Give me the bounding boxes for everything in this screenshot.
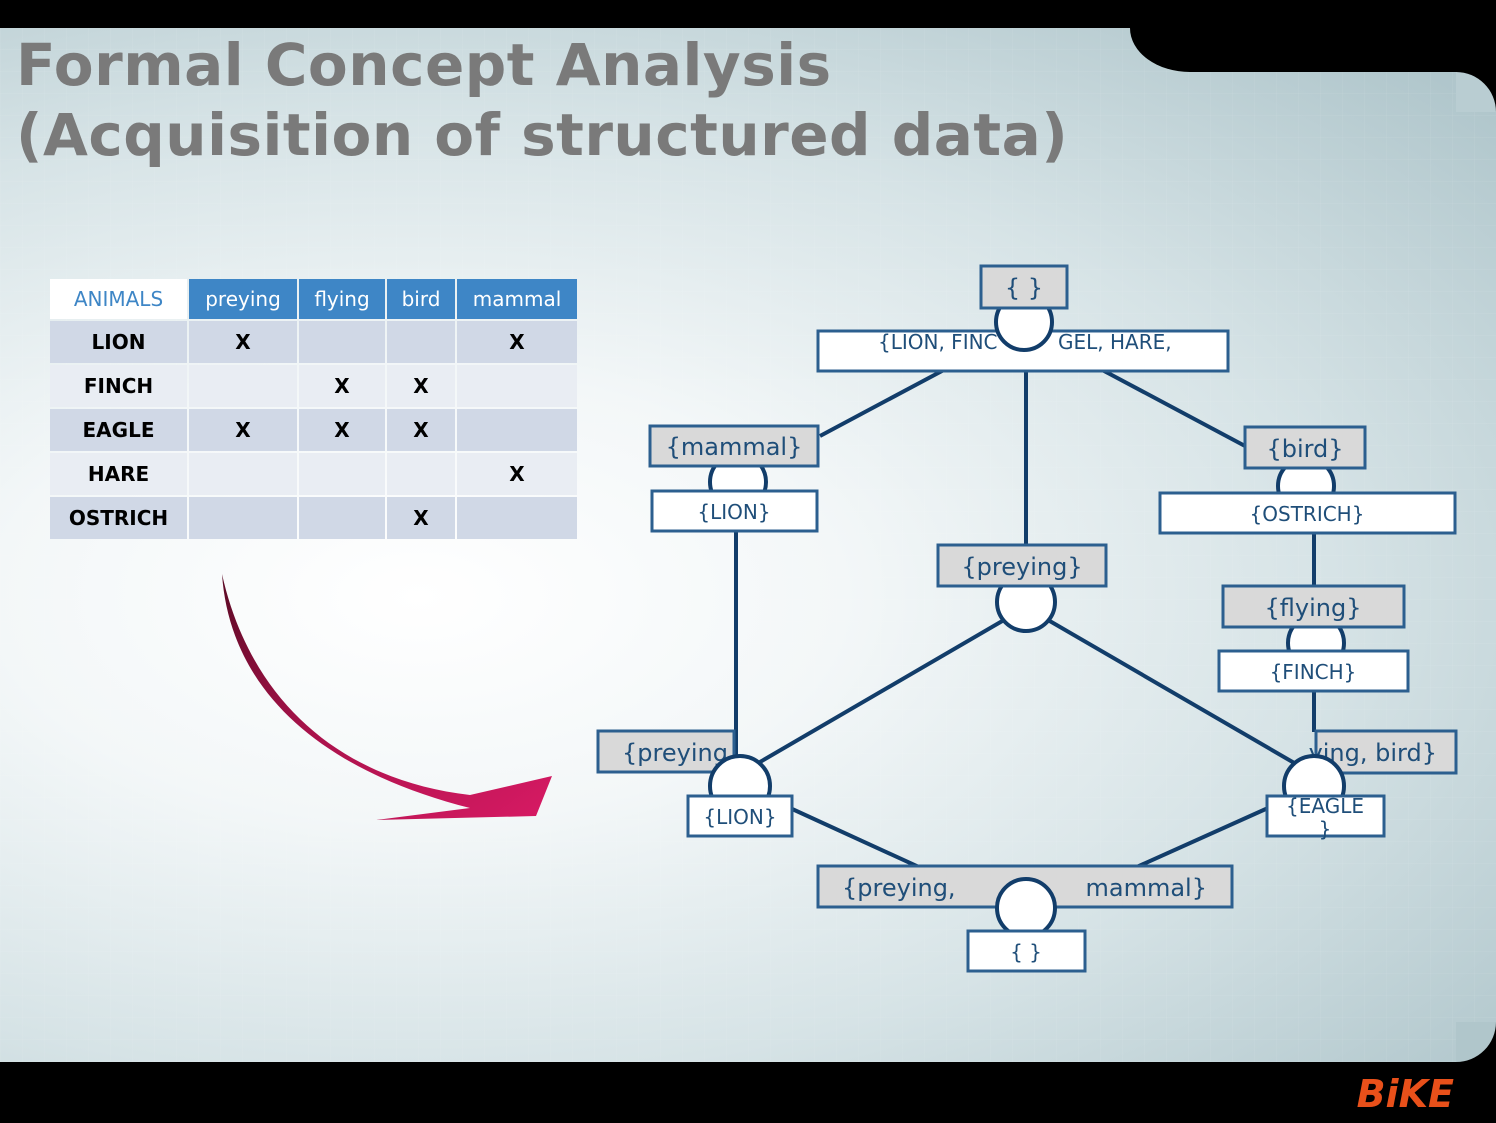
table-cell: X — [387, 365, 455, 407]
table-header-row: ANIMALS preying flying bird mammal — [50, 279, 577, 319]
object-name: HARE — [50, 453, 187, 495]
table-cell — [189, 365, 297, 407]
node-intent: {preying} — [961, 553, 1082, 581]
transform-arrow — [222, 574, 552, 820]
attribute-header: mammal — [457, 279, 577, 319]
node-extent: {LION, FINC — [878, 330, 998, 354]
node-intent: {preying — [622, 739, 728, 767]
table-cell — [387, 321, 455, 363]
node-extent-cont: } — [1319, 817, 1332, 841]
node-extent: { } — [1010, 940, 1042, 964]
lattice-node-bird: {bird} {OSTRICH} — [1158, 425, 1457, 535]
table-cell — [457, 365, 577, 407]
table-row: LION X X — [50, 321, 577, 363]
node-intent: {bird} — [1266, 435, 1343, 463]
brand-logo: BiKE — [1356, 1072, 1454, 1116]
table-cell: X — [387, 409, 455, 451]
formal-context-table: ANIMALS preying flying bird mammal LION … — [48, 277, 579, 541]
concept-node-circle — [995, 877, 1057, 939]
table-cell: X — [189, 321, 297, 363]
title-line-2: (Acquisition of structured data) — [16, 101, 1069, 169]
table-cell — [387, 453, 455, 495]
table-cell: X — [299, 409, 385, 451]
slide-background — [0, 28, 1496, 1062]
lattice-node-preying-flying-bird: ying, bird} {EAGLE } — [1265, 729, 1458, 841]
title-line-1: Formal Concept Analysis — [16, 31, 832, 99]
header-notch — [1130, 0, 1496, 72]
table-cell: X — [189, 409, 297, 451]
object-name: LION — [50, 321, 187, 363]
attribute-header: preying — [189, 279, 297, 319]
table-corner-header: ANIMALS — [50, 279, 187, 319]
lattice-node-preying: {preying} — [936, 543, 1108, 633]
table-row: FINCH X X — [50, 365, 577, 407]
node-extent: {LION} — [703, 805, 776, 829]
node-intent: {preying, — [842, 874, 956, 902]
attribute-header: bird — [387, 279, 455, 319]
object-name: FINCH — [50, 365, 187, 407]
lattice-node-preying-mammal: {preying {LION} — [596, 729, 794, 838]
table-cell: X — [299, 365, 385, 407]
table-row: EAGLE X X X — [50, 409, 577, 451]
node-extent: {EAGLE — [1286, 794, 1364, 818]
table-cell: X — [457, 453, 577, 495]
node-intent: {flying} — [1265, 594, 1362, 622]
table-cell — [457, 409, 577, 451]
lattice-node-bottom: {preying, mammal} { } — [816, 864, 1234, 973]
edge — [1046, 618, 1298, 766]
edge — [758, 618, 1006, 764]
object-name: EAGLE — [50, 409, 187, 451]
node-intent-tail: mammal} — [1086, 874, 1208, 902]
table-cell — [457, 497, 577, 539]
table-cell: X — [387, 497, 455, 539]
object-name: OSTRICH — [50, 497, 187, 539]
node-extent: {FINCH} — [1270, 660, 1357, 684]
lattice-node-top: {LION, FINC GEL, HARE, { } — [816, 264, 1230, 373]
node-extent: {OSTRICH} — [1250, 502, 1365, 526]
node-extent-tail: GEL, HARE, — [1058, 330, 1172, 354]
lattice-node-flying: {flying} {FINCH} — [1217, 584, 1410, 693]
lattice-node-mammal: {mammal} {LION} — [648, 424, 820, 533]
attribute-header: flying — [299, 279, 385, 319]
node-intent: {mammal} — [666, 433, 803, 461]
node-intent: { } — [1005, 274, 1043, 302]
table-cell — [189, 453, 297, 495]
table-row: HARE X — [50, 453, 577, 495]
slide-title: Formal Concept Analysis (Acquisition of … — [16, 30, 1068, 170]
table-cell: X — [457, 321, 577, 363]
table-cell — [299, 453, 385, 495]
table-cell — [189, 497, 297, 539]
table-row: OSTRICH X — [50, 497, 577, 539]
table-cell — [299, 497, 385, 539]
node-extent: {LION} — [697, 500, 770, 524]
table-cell — [299, 321, 385, 363]
